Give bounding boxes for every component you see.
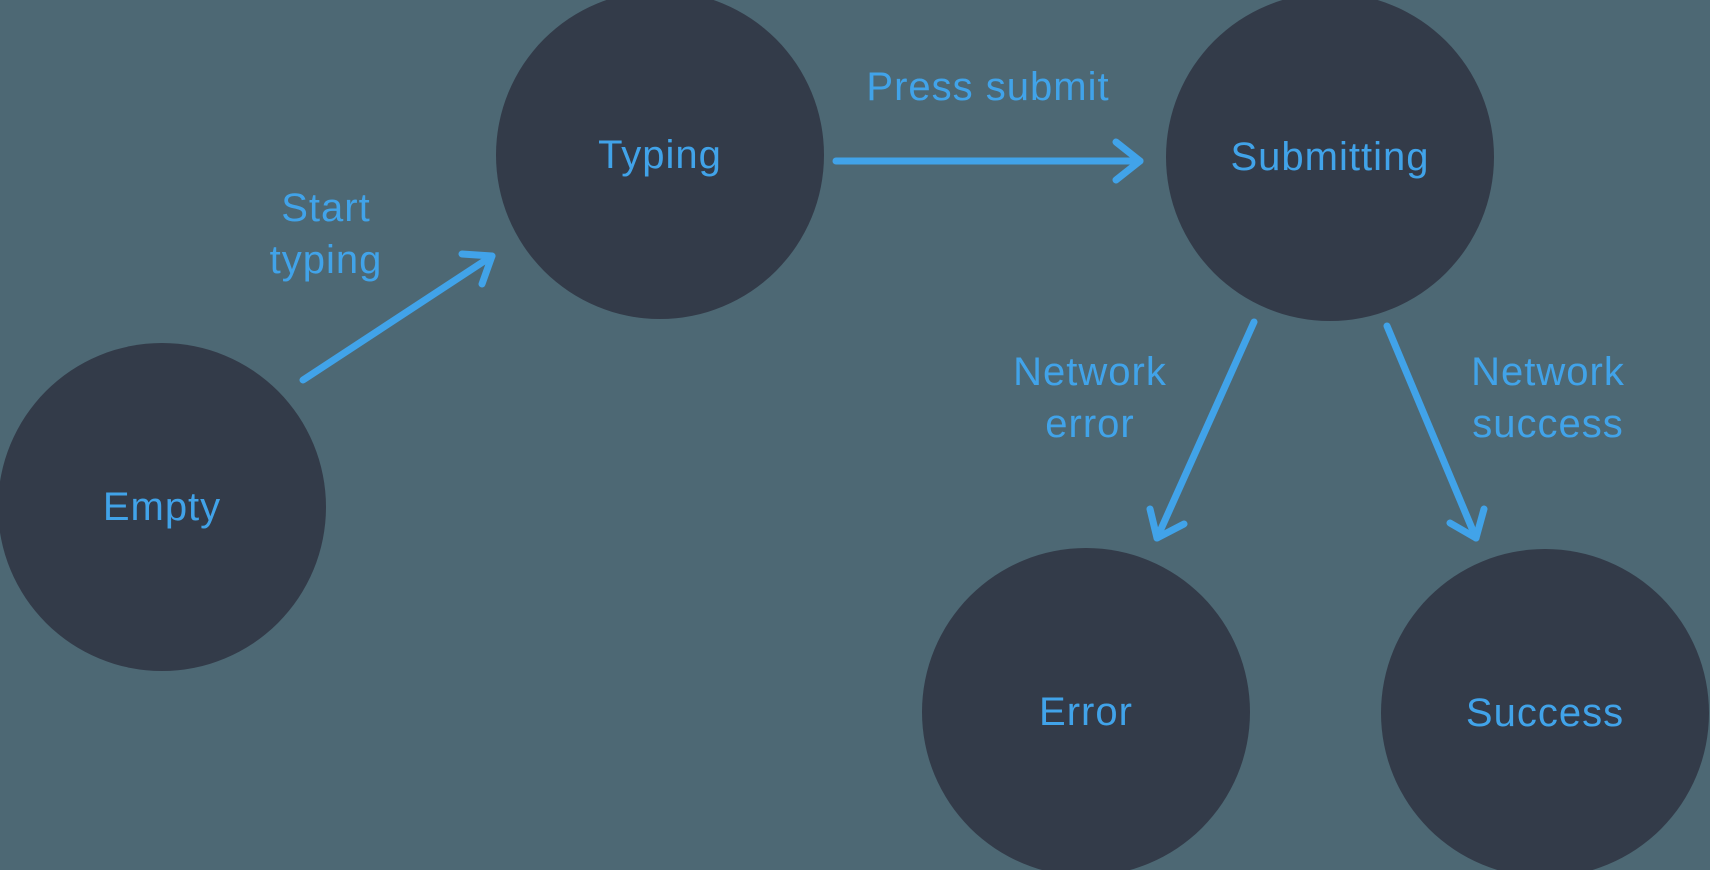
- arrow-start-typing-shaft: [299, 252, 496, 384]
- arrow-network-success-shaft: [1383, 322, 1480, 542]
- arrow-network-success: [1383, 322, 1488, 542]
- state-label-error: Error: [1039, 689, 1133, 734]
- arrow-network-error-head: [1146, 505, 1188, 542]
- state-label-empty: Empty: [102, 484, 222, 529]
- transition-label-network-success: Network success: [1471, 350, 1625, 446]
- state-node-submitting: Submitting: [1166, 0, 1494, 321]
- transition-label-start-typing: Start typing: [269, 186, 383, 282]
- transition-label-network-error: Network error: [1013, 350, 1167, 446]
- transition-label-press-submit: Press submit: [866, 65, 1110, 109]
- arrow-press-submit: [832, 138, 1144, 184]
- state-node-error: Error: [922, 548, 1250, 870]
- arrow-start-typing-head: [458, 250, 496, 288]
- state-label-success: Success: [1465, 690, 1625, 735]
- arrow-network-error-shaft: [1153, 318, 1258, 542]
- state-label-typing: Typing: [598, 132, 722, 177]
- arrow-network-success-head: [1446, 505, 1488, 542]
- arrow-press-submit-head: [1112, 138, 1144, 184]
- state-label-submitting: Submitting: [1230, 134, 1430, 179]
- arrow-network-error: [1146, 318, 1258, 542]
- state-node-typing: Typing: [496, 0, 824, 319]
- arrow-start-typing: [299, 250, 496, 384]
- state-node-success: Success: [1381, 549, 1709, 870]
- state-node-empty: Empty: [0, 343, 326, 671]
